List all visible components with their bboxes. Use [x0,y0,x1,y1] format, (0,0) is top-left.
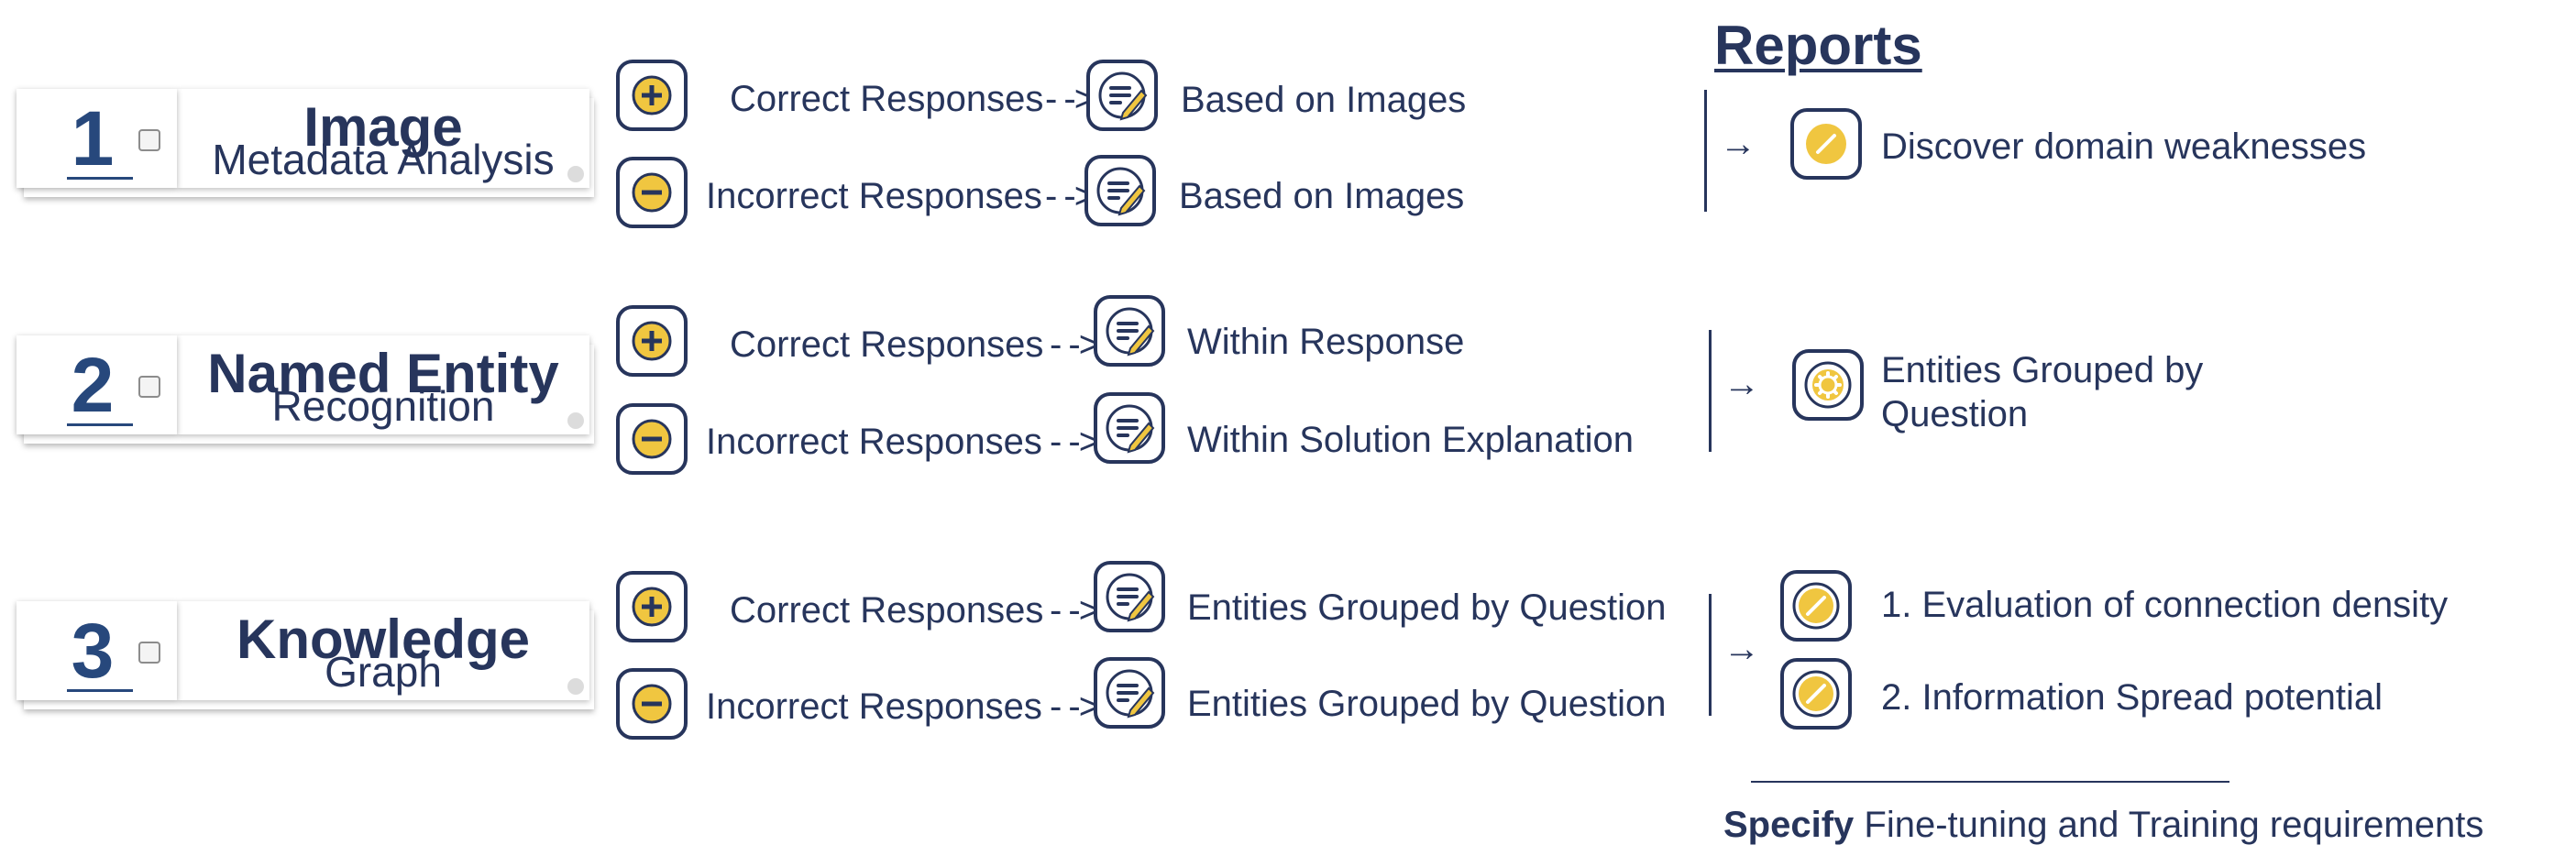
minus-circle-icon [616,157,688,228]
stage-number: 2 [71,342,115,428]
corner-dot-icon [567,166,584,182]
stage-number-underline [67,423,133,426]
flow-arrow: - -> [1050,324,1100,365]
incorrect-responses-label: Incorrect Responses [706,422,1042,462]
stage-card-2: 2 Named Entity Recognition [17,335,594,444]
report-text: 2. Information Spread potential [1881,677,2383,718]
stage-card-1: 1 Image Metadata Analysis [17,89,594,197]
flow-arrow: - -> [1050,590,1100,631]
flow-arrow: - -> [1050,422,1100,462]
note-pencil-icon [1084,155,1156,226]
stage-number-tab: 3 [17,601,177,700]
plus-circle-icon [616,571,688,642]
minus-circle-icon [616,668,688,740]
gear-circle-icon [1792,349,1864,421]
stage-card-3: 3 Knowledge Graph [17,601,594,709]
footer-bold: Specify [1723,805,1855,845]
report-arrow: → [1723,364,1760,404]
incorrect-output-label: Based on Images [1179,176,1465,216]
report-bracket-line [1709,330,1712,452]
footer-divider [1751,781,2229,783]
stage-title-card: Image Metadata Analysis [177,89,589,188]
correct-output-label: Within Response [1187,322,1465,362]
stage-number: 3 [71,608,115,694]
report-text: 1. Evaluation of connection density [1881,585,2449,625]
pin-icon [138,129,160,151]
report-text-line2: Question [1881,394,2029,434]
incorrect-output-label: Entities Grouped by Question [1187,684,1667,724]
plus-circle-icon [616,305,688,377]
report-text: Discover domain weaknesses [1881,126,2367,167]
stage-title-line2: Recognition [271,382,495,430]
reports-heading: Reports [1714,15,1922,76]
corner-dot-icon [567,678,584,695]
report-text-line1: Entities Grouped by [1881,350,2204,390]
stage-number: 1 [71,95,115,181]
incorrect-responses-label: Incorrect Responses [706,176,1042,216]
stage-title-card: Named Entity Recognition [177,335,589,434]
note-pencil-icon [1094,295,1165,367]
stage-number-underline [67,177,133,180]
note-pencil-icon [1094,657,1165,729]
pencil-circle-icon [1780,658,1852,730]
incorrect-output-label: Within Solution Explanation [1187,420,1634,460]
stage-title-line2: Graph [325,648,442,696]
incorrect-responses-label: Incorrect Responses [706,686,1042,727]
stage-title-card: Knowledge Graph [177,601,589,700]
pin-icon [138,376,160,398]
correct-responses-label: Correct Responses [730,79,1044,119]
stage-number-tab: 2 [17,335,177,434]
flow-arrow: - -> [1050,686,1100,727]
pin-icon [138,642,160,664]
stage-title-line2: Metadata Analysis [212,136,555,183]
report-arrow: → [1720,124,1756,164]
report-arrow: → [1723,629,1760,669]
correct-responses-label: Correct Responses [730,590,1044,631]
note-pencil-icon [1086,60,1158,131]
plus-circle-icon [616,60,688,131]
stage-title-line1: Image [303,96,463,158]
footer-text: Specify Fine-tuning and Training require… [1723,803,2483,847]
correct-output-label: Based on Images [1181,80,1467,120]
minus-circle-icon [616,403,688,475]
note-pencil-icon [1094,561,1165,632]
stage-number-tab: 1 [17,89,177,188]
correct-responses-label: Correct Responses [730,324,1044,365]
stage-title-line1: Named Entity [207,343,559,404]
footer-rest: Fine-tuning and Training requirements [1854,805,2484,845]
stage-title-line1: Knowledge [236,609,530,670]
stage-number-underline [67,689,133,692]
pencil-circle-icon [1790,108,1862,180]
report-bracket-line [1704,90,1707,212]
report-bracket-line [1709,594,1712,716]
corner-dot-icon [567,412,584,429]
note-pencil-icon [1094,392,1165,464]
correct-output-label: Entities Grouped by Question [1187,587,1667,628]
pencil-circle-icon [1780,570,1852,642]
